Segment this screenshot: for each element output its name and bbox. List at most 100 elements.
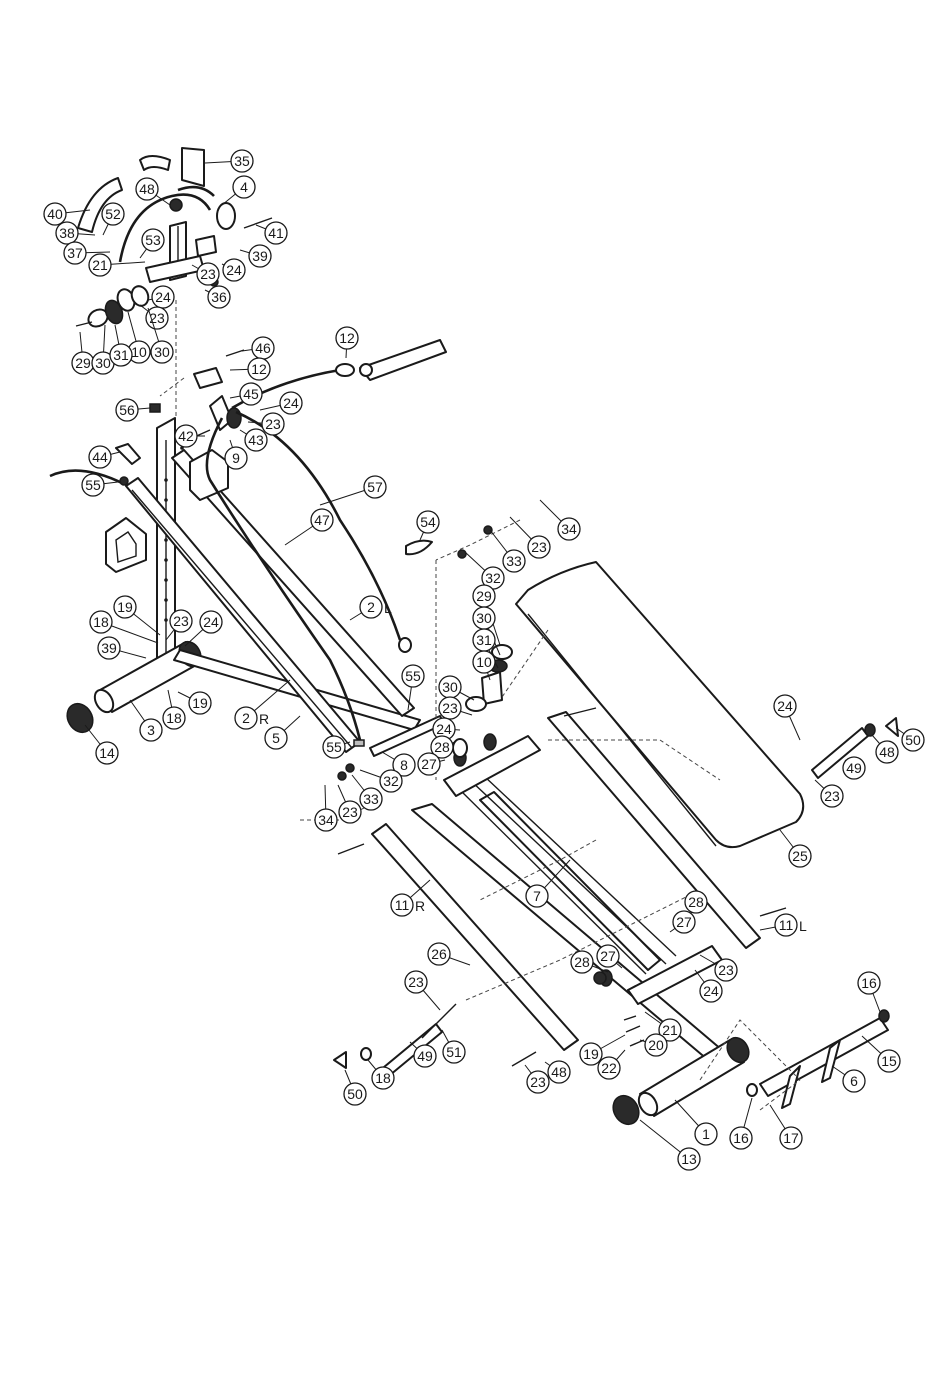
callout-circle [55,221,79,245]
callout-25: 25 [779,829,812,868]
callout-number: 28 [574,954,590,970]
callout-number: 3 [147,722,155,738]
callout-4: 4 [221,175,256,206]
callout-circle [714,958,738,982]
callout-number: 30 [95,355,111,371]
callout-circle [557,517,581,541]
callout-circle [261,412,285,436]
callout-23: 23 [699,954,738,982]
callout-circle [174,424,198,448]
callout-circle [363,475,387,499]
callout-30: 30 [91,324,115,375]
callout-circle [694,1122,718,1146]
callout-number: 40 [47,206,63,222]
callout-circle [338,800,362,824]
callout-number: 29 [75,355,91,371]
callout-16: 16 [729,1097,753,1150]
callout-number: 34 [561,521,577,537]
callout-circle [343,1082,367,1106]
callout-number: 33 [363,791,379,807]
callout-23: 23 [165,609,193,641]
callout-24: 24 [773,694,801,741]
callout-number: 53 [145,232,161,248]
callout-23: 23 [191,262,220,286]
callout-number: 12 [339,330,355,346]
callout-circle [162,706,186,730]
callout-number: 23 [530,1074,546,1090]
callout-circle [427,942,451,966]
callout-number: 9 [232,450,240,466]
callout-22: 22 [597,1049,626,1080]
callout-44: 44 [88,445,121,469]
callout-5: 5 [264,715,301,750]
front-stand [746,1009,890,1109]
callout-number: 36 [211,289,227,305]
callout-number: 42 [178,428,194,444]
callout-number: 39 [252,248,268,264]
callout-number: 43 [248,432,264,448]
callout-circle [392,753,416,777]
callout-50: 50 [343,1069,367,1106]
callout-number: 16 [733,1130,749,1146]
callout-circle [379,769,403,793]
callout-number: 4 [240,179,248,195]
callout-circle [525,884,549,908]
callout-circle [88,445,112,469]
callout-number: 15 [881,1053,897,1069]
callout-circle [857,971,881,995]
callout-24: 24 [184,610,223,647]
callout-number: 11 [395,897,410,913]
callout-number: 23 [265,416,281,432]
callout-number: 33 [506,553,522,569]
callout-10: 10 [472,650,496,681]
callout-circle [139,718,163,742]
callout-circle [502,549,526,573]
callout-23: 23 [438,696,473,720]
callout-53: 53 [139,228,165,259]
callout-52: 52 [101,202,125,236]
callout-circle [875,740,899,764]
callout-circle [472,650,496,674]
callout-number: 55 [405,668,421,684]
callout-circle [677,1147,701,1171]
callout-circle [390,893,414,917]
callout-30: 30 [472,606,501,656]
callout-circle [699,979,723,1003]
callout-36: 36 [204,285,231,309]
callout-30: 30 [438,675,475,701]
callout-number: 57 [367,479,383,495]
callout-number: 30 [442,679,458,695]
callout-26: 26 [427,942,471,966]
callout-number: 1 [702,1126,710,1142]
callout-number: 18 [166,710,182,726]
callout-number: 28 [688,894,704,910]
callout-circle [774,913,798,937]
callout-14: 14 [84,724,119,765]
callout-number: 31 [113,347,129,363]
callout-circle [413,1044,437,1068]
callout-12: 12 [229,357,271,381]
callout-13: 13 [639,1119,701,1171]
callout-number: 18 [93,614,109,630]
callout-circle [672,910,696,934]
callout-8: 8 [381,751,416,777]
callout-number: 10 [131,344,147,360]
callout-circle [188,691,212,715]
callout-12: 12 [335,326,359,359]
callout-29: 29 [71,331,95,375]
callout-1: 1 [674,1099,718,1146]
callout-circle [264,221,288,245]
callout-circle [684,890,708,914]
callout-number: 25 [792,848,808,864]
callout-number: 41 [268,225,284,241]
callout-55: 55 [81,473,119,497]
callout-number: 24 [777,698,793,714]
callout-circle [901,728,925,752]
callout-24: 24 [259,391,303,415]
callout-circle [239,382,263,406]
callout-suffix: L [799,918,807,934]
callout-23: 23 [139,304,169,330]
callout-number: 11 [779,917,794,933]
callout-number: 48 [551,1064,567,1080]
